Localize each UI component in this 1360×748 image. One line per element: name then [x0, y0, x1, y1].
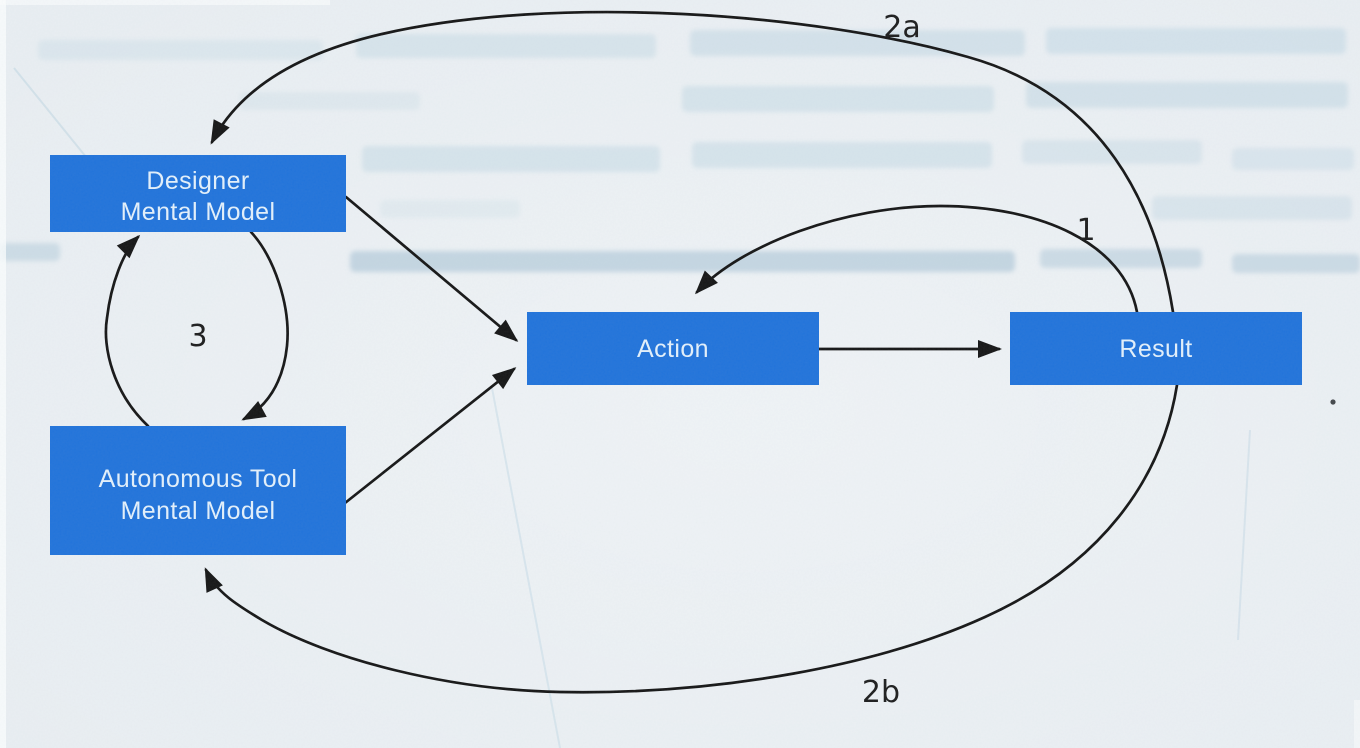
diagram-canvas: Designer Mental Model Autonomous Tool Me…: [0, 0, 1360, 748]
scan-noise-overlay: [0, 0, 1360, 748]
scanned-figure-page: Designer Mental Model Autonomous Tool Me…: [0, 0, 1360, 748]
